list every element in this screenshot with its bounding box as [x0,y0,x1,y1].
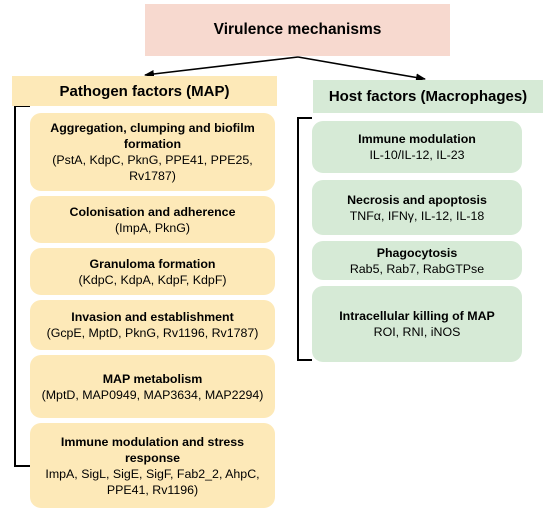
host-item-factors: Rab5, Rab7, RabGTPse [349,261,485,276]
host-item-title: Immune modulation [358,132,476,146]
pathogen-item-title: Colonisation and adherence [69,204,236,219]
host-item-intracellular-killing: Intracellular killing of MAP ROI, RNI, i… [312,286,522,362]
pathogen-item-colonisation: Colonisation and adherence (ImpA, PknG) [30,196,275,243]
pathogen-item-genes: (ImpA, PknG) [114,220,191,235]
pathogen-item-aggregation: Aggregation, clumping and biofilm format… [30,113,275,191]
pathogen-item-title: Granuloma formation [89,256,216,271]
pathogen-item-genes: (GcpE, MptD, PknG, Rv1196, Rv1787) [46,326,259,340]
root-title: Virulence mechanisms [213,21,382,38]
host-item-immune-modulation: Immune modulation IL-10/IL-12, IL-23 [312,121,522,173]
pathogen-factors-header: Pathogen factors (MAP) [12,76,277,106]
pathogen-factors-title: Pathogen factors (MAP) [59,82,230,100]
pathogen-item-genes: ImpA, SigL, SigE, SigF, Fab2_2, AhpC, PP… [45,466,260,497]
host-item-title: Necrosis and apoptosis [347,192,487,207]
host-item-necrosis: Necrosis and apoptosis TNFα, IFNγ, IL-12… [312,180,522,235]
arrow-to-host [297,56,426,82]
host-item-factors: IL-10/IL-12, IL-23 [369,148,465,162]
pathogen-item-title: Aggregation, clumping and biofilm format… [50,121,255,151]
pathogen-item-immune-stress: Immune modulation and stress response Im… [30,423,275,508]
pathogen-item-title: Immune modulation and stress response [60,434,245,465]
pathogen-item-title: Invasion and establishment [71,310,234,324]
host-item-title: Intracellular killing of MAP [339,309,495,323]
host-item-factors: ROI, RNI, iNOS [373,325,461,339]
pathogen-item-title: MAP metabolism [102,371,203,386]
root-node: Virulence mechanisms [145,4,450,56]
host-item-phagocytosis: Phagocytosis Rab5, Rab7, RabGTPse [312,241,522,280]
host-item-factors: TNFα, IFNγ, IL-12, IL-18 [349,208,485,223]
host-bracket [297,117,312,361]
arrow-to-pathogen [144,56,299,78]
host-factors-title: Host factors (Macrophages) [328,88,528,105]
host-item-title: Phagocytosis [376,245,458,260]
pathogen-item-genes: (PstA, KdpC, PknG, PPE41, PPE25, Rv1787) [52,153,253,183]
pathogen-bracket [14,105,30,467]
pathogen-item-genes: (MptD, MAP0949, MAP3634, MAP2294) [41,387,264,402]
pathogen-item-metabolism: MAP metabolism (MptD, MAP0949, MAP3634, … [30,355,275,418]
pathogen-item-genes: (KdpC, KdpA, KdpF, KdpF) [78,272,227,287]
host-factors-header: Host factors (Macrophages) [313,80,543,113]
pathogen-item-granuloma: Granuloma formation (KdpC, KdpA, KdpF, K… [30,248,275,295]
pathogen-item-invasion: Invasion and establishment (GcpE, MptD, … [30,300,275,350]
